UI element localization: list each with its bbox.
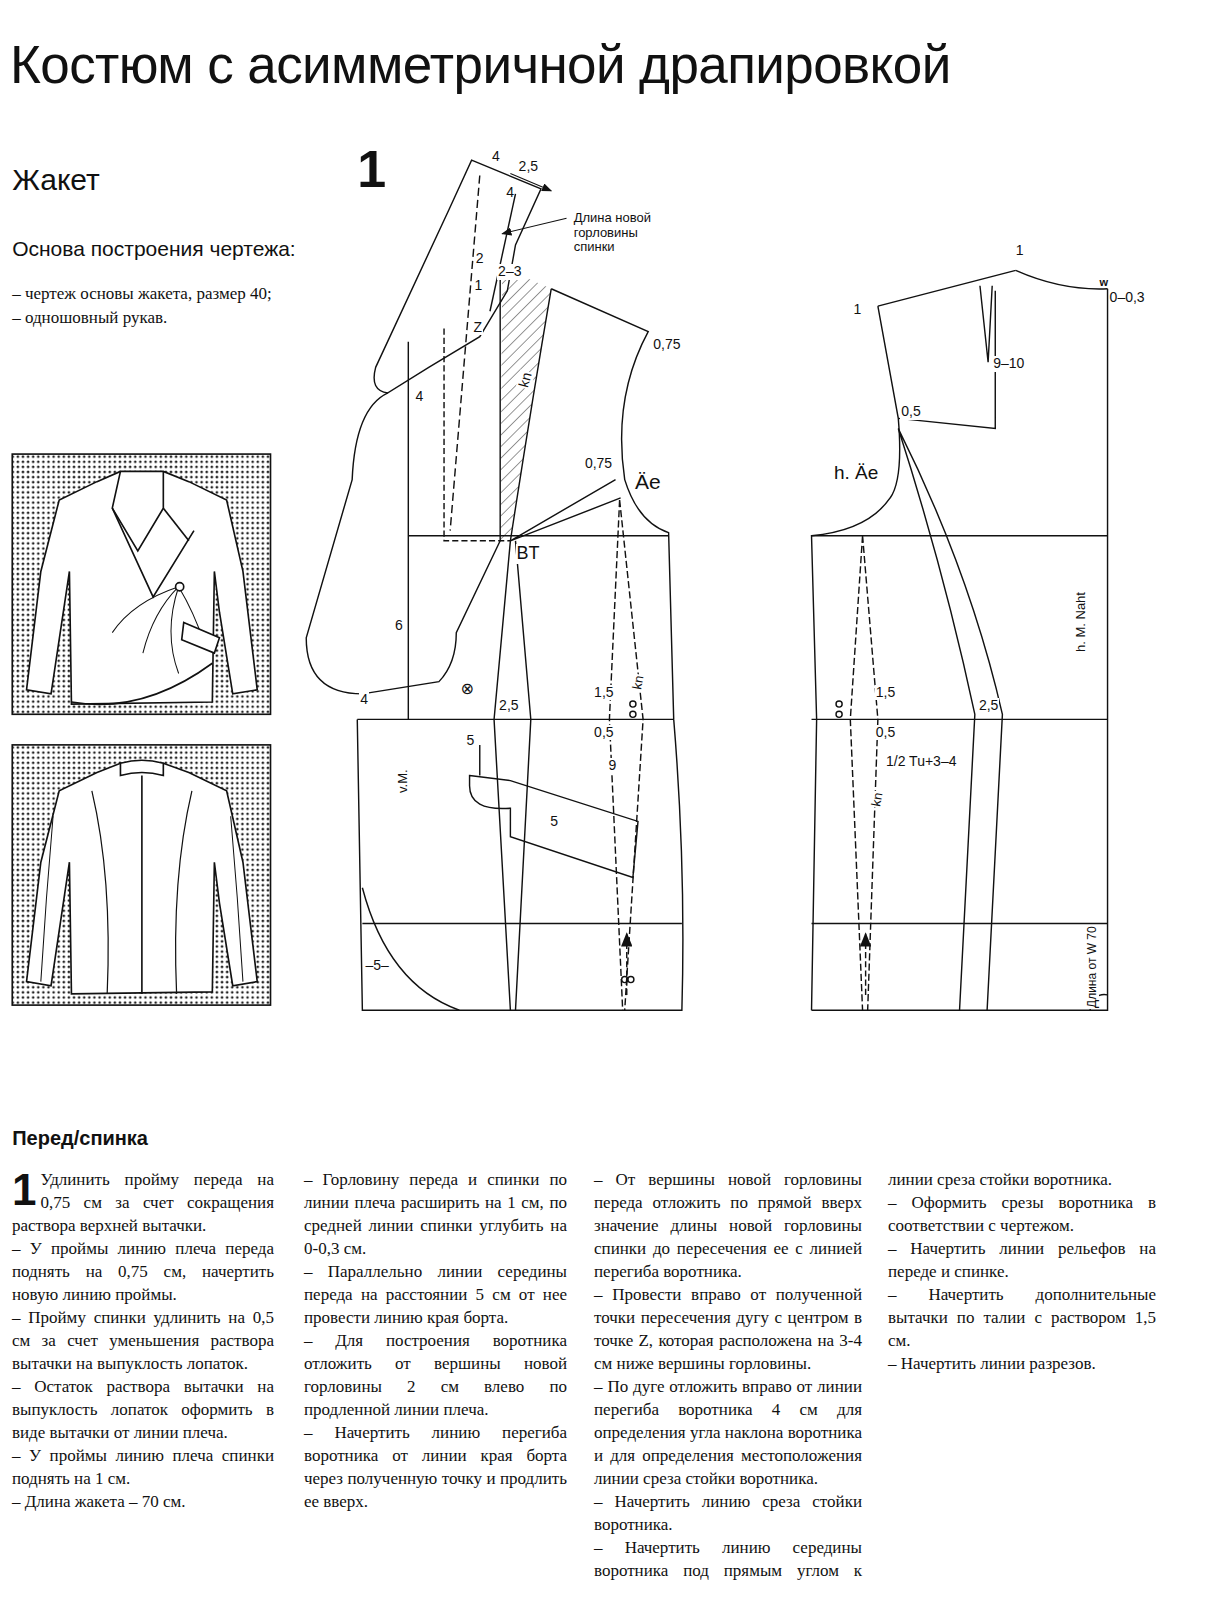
front-pattern bbox=[306, 160, 683, 1010]
dimension: 0,5 bbox=[875, 725, 896, 740]
dimension: 9–10 bbox=[992, 356, 1025, 371]
dimension: 1,5 bbox=[593, 685, 614, 700]
instruction-text: – У проймы линию плеча переда поднять на… bbox=[12, 1237, 274, 1306]
instruction-text: – По дуге отложить вправо от линии перег… bbox=[594, 1375, 862, 1490]
point-label: h. Äe bbox=[833, 463, 879, 484]
symbol: ⊗ bbox=[460, 680, 473, 698]
dimension: 9 bbox=[607, 758, 617, 773]
section-heading: Перед/спинка bbox=[12, 1127, 148, 1149]
instruction-text: – Начертить линию перегиба воротника от … bbox=[304, 1421, 567, 1513]
dimension: 5 bbox=[466, 733, 476, 748]
page-title: Костюм с асимметричной драпировкой bbox=[10, 36, 951, 94]
subheading: Основа построения чертежа: bbox=[12, 237, 296, 260]
dimension: 0,75 bbox=[584, 456, 613, 471]
drop-cap: 1 bbox=[12, 1170, 36, 1210]
dimension: 6 bbox=[394, 618, 404, 633]
instruction-text: – Для построения воротника отложить от в… bbox=[304, 1329, 567, 1421]
note-text: – чертеж основы жакета, размер 40; bbox=[12, 285, 272, 304]
instruction-text: – Горловину переда и спинки по линии пле… bbox=[304, 1168, 567, 1260]
jacket-sketch-front bbox=[12, 454, 270, 714]
dimension: 2,5 bbox=[978, 698, 999, 713]
dimension: 5 bbox=[550, 814, 558, 829]
seam-mark: kn bbox=[869, 791, 886, 809]
dimension: 4 bbox=[414, 389, 424, 404]
dimension: 4 bbox=[506, 185, 514, 200]
text-column: 1Удлинить пройму переда на 0,75 см за сч… bbox=[12, 1168, 274, 1596]
seam-mark: kn bbox=[630, 674, 647, 692]
point-label: Z bbox=[473, 320, 484, 335]
instruction-text: – Провести вправо от полученной точки пе… bbox=[594, 1283, 862, 1375]
text-column: – От вершины новой горловины переда отло… bbox=[594, 1168, 1156, 1596]
dimension: –5– bbox=[364, 958, 389, 973]
instruction-text: – Начертить линию среза стойки воротника… bbox=[594, 1490, 862, 1536]
instruction-text: – Параллельно линии середины переда на р… bbox=[304, 1260, 567, 1329]
instruction-text: – Оформить срезы воротника в соответстви… bbox=[888, 1191, 1156, 1237]
instruction-text: – Начертить дополнительные вытачки по та… bbox=[888, 1283, 1156, 1352]
back-pattern bbox=[812, 270, 1108, 1010]
instruction-text: – Начертить линии разрезов. bbox=[888, 1352, 1156, 1375]
dimension: 1,5 bbox=[875, 685, 896, 700]
line-label: h. M. Naht bbox=[1074, 591, 1088, 653]
instruction-text: Удлинить пройму переда на 0,75 см за сче… bbox=[12, 1168, 274, 1237]
callout-note: Длина новой горловины спинки bbox=[574, 211, 678, 254]
dimension: 2,5 bbox=[498, 698, 519, 713]
jacket-sketch-back bbox=[12, 745, 270, 1005]
instruction-text: – Пройму спинки удлинить на 0,5 см за сч… bbox=[12, 1306, 274, 1375]
point-label: Äe bbox=[634, 470, 662, 493]
point-label: BT bbox=[516, 544, 541, 564]
dimension: 2–3 bbox=[497, 264, 522, 279]
dimension: 1 bbox=[474, 278, 484, 293]
text-column: – Горловину переда и спинки по линии пле… bbox=[304, 1168, 567, 1596]
dimension: 0,5 bbox=[593, 725, 614, 740]
dimension: 0,75 bbox=[653, 337, 680, 352]
instruction-text: – От вершины новой горловины переда отло… bbox=[594, 1168, 862, 1283]
instruction-text: – У проймы линию плеча спинки поднять на… bbox=[12, 1444, 274, 1490]
dimension: 2,5 bbox=[519, 159, 538, 174]
dimension: 4 bbox=[492, 149, 500, 164]
note-text: – одношовный рукав. bbox=[12, 309, 167, 328]
dimension: 0,5 bbox=[900, 404, 921, 419]
instruction-text: – Остаток раствора вытачки на выпуклость… bbox=[12, 1375, 274, 1444]
formula-label: 1/2 Tu+3–4 bbox=[885, 754, 957, 769]
instruction-text: – Начертить линии рельефов на переде и с… bbox=[888, 1237, 1156, 1283]
figure-number: 1 bbox=[357, 141, 386, 198]
line-label: v.M. bbox=[396, 769, 410, 795]
dimension: 2 bbox=[475, 251, 485, 266]
instruction-text: – Длина жакета – 70 см. bbox=[12, 1490, 274, 1513]
point-label: w bbox=[1099, 276, 1108, 288]
dimension: 0–0,3 bbox=[1110, 290, 1145, 305]
section-heading: Жакет bbox=[12, 163, 100, 196]
dimension: 1 bbox=[853, 302, 861, 317]
dimension: 4 bbox=[359, 692, 369, 707]
length-note: Длина от W 70 bbox=[1086, 925, 1099, 1009]
dimension: 1 bbox=[1016, 243, 1024, 258]
